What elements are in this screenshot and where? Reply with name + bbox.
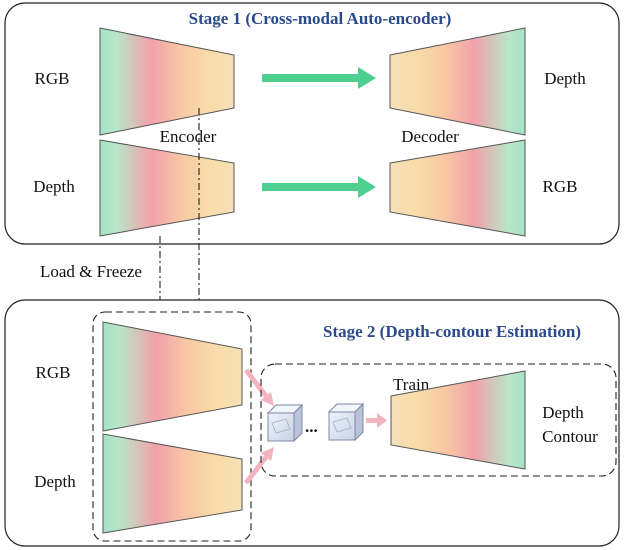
stage1-row1-input-label: RGB (35, 69, 70, 88)
stage1-row1-output-label: Depth (544, 69, 586, 88)
frozen-encoders-group (92, 311, 252, 542)
stage1-encoder-rgb (99, 27, 235, 136)
stage1-title: Stage 1 (Cross-modal Auto-encoder) (189, 9, 452, 28)
train-label: Train (393, 375, 430, 394)
layer-ellipsis: ... (305, 417, 318, 436)
stage2-input-depth-label: Depth (34, 472, 76, 491)
stage2-output-label-line1: Depth (542, 403, 584, 422)
stage2-arrow-rgb (244, 368, 274, 406)
load-freeze-label: Load & Freeze (40, 262, 142, 281)
stage1-decoder-rgb (389, 139, 526, 237)
stage1-decoder-depth (389, 27, 526, 136)
layer-cube-1 (266, 403, 304, 443)
stage1-arrow-1 (262, 67, 376, 89)
stage2-encoder-rgb (102, 321, 243, 432)
stage2-decoder (390, 370, 526, 470)
stage1-row2-output-label: RGB (543, 177, 578, 196)
stage1-row2-input-label: Depth (33, 177, 75, 196)
stage2-output-label-line2: Contour (542, 427, 598, 446)
layer-cube-2 (327, 402, 365, 442)
encoder-label: Encoder (160, 127, 217, 146)
stage2-title: Stage 2 (Depth-contour Estimation) (323, 322, 581, 341)
stage2-arrow-to-decoder (366, 413, 387, 428)
stage2-input-rgb-label: RGB (36, 363, 71, 382)
stage1-panel (4, 2, 620, 245)
trainable-decoder-group (260, 363, 617, 477)
stage2-arrow-depth (244, 447, 274, 485)
stage1-arrow-2 (262, 176, 376, 198)
decoder-label: Decoder (401, 127, 459, 146)
stage2-encoder-depth (102, 433, 243, 534)
stage1-encoder-depth (99, 139, 235, 237)
